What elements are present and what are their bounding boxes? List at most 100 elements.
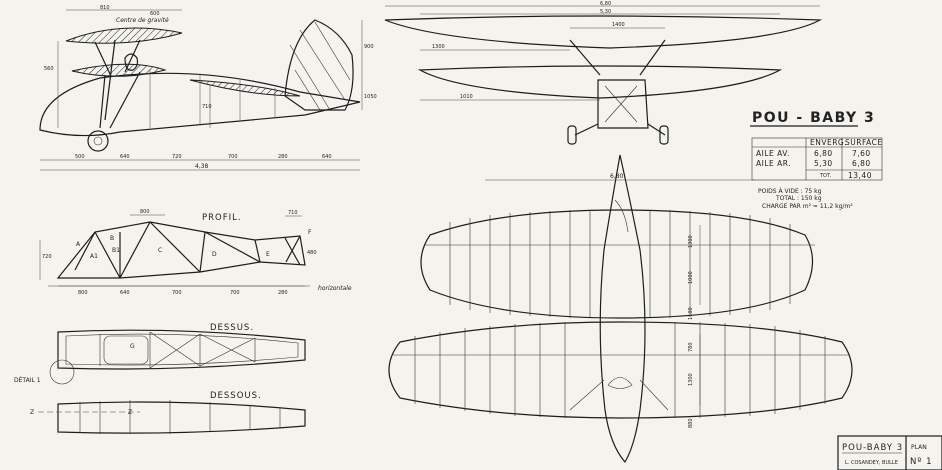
plan-rear-ribs bbox=[392, 322, 850, 418]
plan-chord-5: 880 bbox=[688, 418, 694, 428]
drawing-title: POU - BABY 3 bbox=[752, 110, 875, 126]
side-tailplane bbox=[189, 79, 301, 97]
profil-letter-d: D bbox=[212, 251, 217, 258]
side-dim-top-0: 810 bbox=[100, 5, 110, 11]
profil-dim-b2: 700 bbox=[172, 290, 182, 296]
spec-table: ENVERG. SURFACE AILE AV. 6,80 7,60 AILE … bbox=[751, 137, 883, 181]
plan-span-label: 6,80 bbox=[610, 173, 624, 180]
front-upper-wing bbox=[384, 15, 823, 49]
front-dim-0: 6,80 bbox=[600, 1, 611, 7]
spec-row-0-label: AILE AV. bbox=[756, 149, 790, 158]
profil-label: PROFIL. bbox=[202, 213, 242, 223]
side-upper-wing bbox=[65, 27, 183, 44]
front-dim-1: 5,30 bbox=[600, 9, 611, 15]
title-block: POU - BABY 3 ENVERG. SURFACE AILE AV. 6,… bbox=[750, 110, 883, 210]
profil-vdim-0: 720 bbox=[42, 254, 52, 260]
spec-row-0-span: 6,80 bbox=[814, 149, 833, 158]
cartouche-plan-label: PLAN bbox=[911, 444, 927, 451]
plan-chord-4: 1300 bbox=[688, 373, 694, 386]
side-dim-b1: 640 bbox=[120, 154, 130, 160]
profil-dim-b0: 800 bbox=[78, 290, 88, 296]
profil-dim-b3: 700 bbox=[230, 290, 240, 296]
side-dim-b2: 720 bbox=[172, 154, 182, 160]
weight-load: CHARGE PAR m² = 11,2 kg/m² bbox=[762, 203, 853, 210]
profil-letter-e: E bbox=[266, 251, 270, 258]
front-lower-wing bbox=[417, 65, 783, 99]
spec-total-label: TOT. bbox=[819, 173, 831, 179]
profil-horizontal-label: horizontale bbox=[318, 285, 352, 292]
dessous-view: DESSOUS. Z Z bbox=[30, 391, 306, 434]
dessous-outline bbox=[57, 401, 306, 434]
profil-dim-b4: 280 bbox=[278, 290, 288, 296]
profil-dim-b1: 640 bbox=[120, 290, 130, 296]
spec-header-span: ENVERG. bbox=[810, 138, 847, 147]
side-dim-top-1: 600 bbox=[150, 11, 160, 17]
cartouche-title: POU-BABY 3 bbox=[842, 443, 903, 453]
spec-row-1-surface: 6,80 bbox=[852, 159, 871, 168]
plan-chord-1: 1000 bbox=[688, 271, 694, 284]
side-dim-b3: 700 bbox=[228, 154, 238, 160]
spec-total-surface: 13,40 bbox=[848, 171, 872, 180]
spec-row-1-span: 5,30 bbox=[814, 159, 833, 168]
plan-fuselage bbox=[599, 154, 646, 464]
front-gear bbox=[574, 123, 666, 136]
side-vdim-3: 1050 bbox=[364, 94, 377, 100]
plan-chord-0: 1300 bbox=[688, 235, 694, 248]
side-pilot bbox=[124, 53, 139, 71]
plan-view: 6,80 1300 1000 1100 780 1300 880 bbox=[388, 154, 853, 464]
side-dim-b0: 500 bbox=[75, 154, 85, 160]
dessus-label: DESSUS. bbox=[210, 323, 254, 333]
side-view: Centre de gravité 810 600 500 640 720 70… bbox=[39, 5, 377, 171]
front-view: 6,80 5,30 1400 1300 1010 bbox=[384, 1, 823, 145]
plan-rear-wing bbox=[388, 321, 853, 419]
spec-header-surface: SURFACE bbox=[845, 138, 883, 147]
profil-letter-a: A bbox=[76, 241, 81, 248]
dessus-view: DESSUS. G DÉTAIL 1 bbox=[14, 323, 306, 385]
side-dim-b5: 640 bbox=[322, 154, 332, 160]
front-wheel-right bbox=[659, 125, 669, 145]
profil-letter-f: F bbox=[308, 229, 312, 236]
front-fuselage bbox=[597, 79, 649, 129]
side-vdim-0: 560 bbox=[44, 66, 54, 72]
front-cabane bbox=[569, 39, 666, 76]
profil-dim-top-1: 710 bbox=[288, 210, 298, 216]
side-wheel bbox=[87, 130, 109, 152]
profil-dim-top-0: 800 bbox=[140, 209, 150, 215]
plan-front-ribs bbox=[425, 210, 815, 318]
dessous-label: DESSOUS. bbox=[210, 391, 262, 401]
side-cg-annotation: Centre de gravité bbox=[116, 17, 169, 24]
cartouche: POU-BABY 3 L. COSANDEY, BULLE PLAN Nº 1 bbox=[837, 435, 942, 470]
profil-outline bbox=[56, 221, 306, 279]
plan-front-wing bbox=[420, 209, 814, 319]
profil-vdim-1: 480 bbox=[307, 250, 317, 256]
side-lower-wing bbox=[71, 63, 167, 77]
profil-view: PROFIL. A A1 B B1 C D E F 800 710 800 64… bbox=[39, 209, 352, 296]
profil-letter-b: B bbox=[110, 235, 114, 242]
dessus-outline bbox=[57, 329, 306, 370]
cartouche-plan-number: Nº 1 bbox=[910, 457, 932, 467]
weight-total: TOTAL : 150 kg bbox=[775, 195, 822, 202]
side-fuselage bbox=[39, 72, 361, 137]
profil-letter-a1: A1 bbox=[90, 253, 98, 260]
profil-letter-c: C bbox=[158, 247, 162, 254]
side-dim-total: 4,38 bbox=[195, 163, 209, 170]
plan-chord-3: 780 bbox=[688, 342, 694, 352]
front-dim-4: 1010 bbox=[460, 94, 473, 100]
plan-chord-2: 1100 bbox=[688, 307, 694, 320]
front-dim-3: 1300 bbox=[432, 44, 445, 50]
side-dim-b4: 280 bbox=[278, 154, 288, 160]
dessus-letter-g: G bbox=[130, 343, 135, 350]
front-dim-2: 1400 bbox=[612, 22, 625, 28]
weight-empty: POIDS À VIDE : 75 kg bbox=[758, 188, 822, 195]
dessous-section-right: Z bbox=[128, 409, 132, 416]
dessus-detail-label: DÉTAIL 1 bbox=[14, 376, 41, 384]
front-wheel-left bbox=[567, 125, 577, 145]
cartouche-author: L. COSANDEY, BULLE bbox=[845, 460, 898, 466]
side-vdim-1: 710 bbox=[202, 104, 212, 110]
spec-row-1-label: AILE AR. bbox=[756, 159, 791, 168]
spec-row-0-surface: 7,60 bbox=[852, 149, 871, 158]
dessous-section-left: Z bbox=[30, 409, 34, 416]
side-vdim-2: 900 bbox=[364, 44, 374, 50]
profil-letter-b1: B1 bbox=[112, 247, 120, 254]
